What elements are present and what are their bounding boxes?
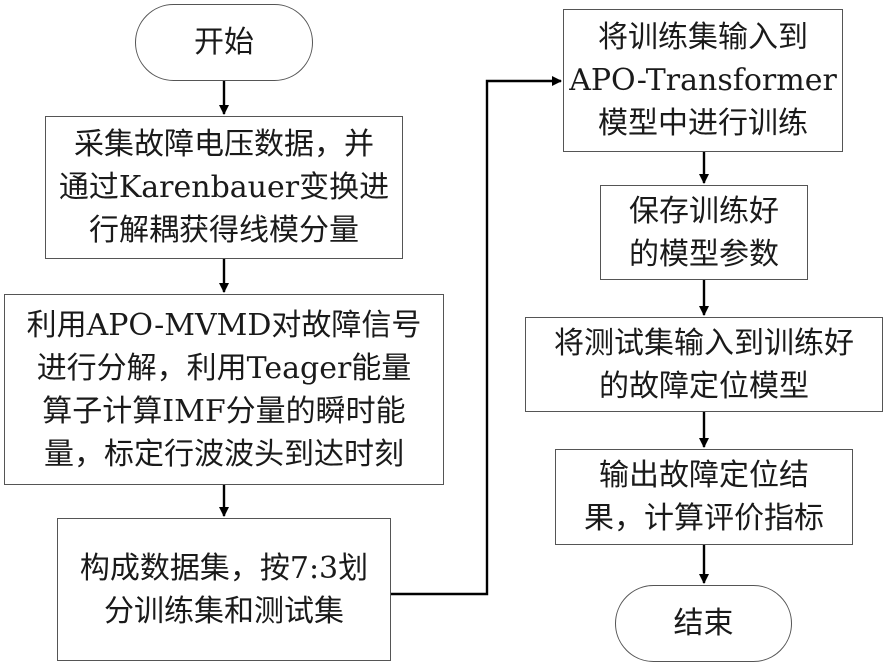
- arrow-dataset-to-train: [391, 76, 562, 596]
- text-line: 构成数据集，按7:3划: [79, 550, 369, 586]
- text-line: 通过Karenbauer变换进: [58, 170, 390, 205]
- process-save-params: 保存训练好 的模型参数: [600, 185, 808, 280]
- process-build-dataset: 构成数据集，按7:3划 分训练集和测试集: [57, 518, 391, 661]
- text-line: APO-Transformer: [569, 63, 837, 98]
- start-terminal: 开始: [135, 4, 313, 81]
- text-line: 输出故障定位结: [599, 458, 809, 493]
- process-collect-data: 采集故障电压数据，并 通过Karenbauer变换进 行解耦获得线模分量: [45, 116, 403, 259]
- text-line: 的故障定位模型: [599, 368, 809, 404]
- text-line: 利用APO-MVMD对故障信号: [26, 307, 422, 343]
- process-train-model: 将训练集输入到 APO-Transformer 模型中进行训练: [563, 9, 843, 152]
- process-decompose-signal: 利用APO-MVMD对故障信号 进行分解，利用Teager能量 算子计算IMF分…: [4, 294, 444, 485]
- text-line: 量，标定行波波头到达时刻: [44, 436, 404, 472]
- text-line: 果，计算评价指标: [584, 501, 824, 536]
- process-test-model: 将测试集输入到训练好 的故障定位模型: [525, 317, 883, 412]
- text-line: 模型中进行训练: [598, 106, 808, 141]
- text-line: 将训练集输入到: [598, 20, 808, 55]
- text-line: 进行分解，利用Teager能量: [36, 350, 412, 386]
- end-terminal: 结束: [615, 585, 792, 662]
- end-label: 结束: [673, 606, 734, 641]
- text-line: 将测试集输入到训练好: [554, 325, 854, 361]
- process-output-results: 输出故障定位结 果，计算评价指标: [555, 449, 853, 545]
- text-line: 行解耦获得线模分量: [89, 213, 359, 248]
- text-line: 保存训练好: [629, 193, 779, 229]
- text-line: 分训练集和测试集: [104, 593, 344, 629]
- text-line: 采集故障电压数据，并: [74, 127, 374, 162]
- start-label: 开始: [194, 25, 254, 60]
- text-line: 的模型参数: [629, 236, 779, 272]
- text-line: 算子计算IMF分量的瞬时能: [42, 393, 406, 429]
